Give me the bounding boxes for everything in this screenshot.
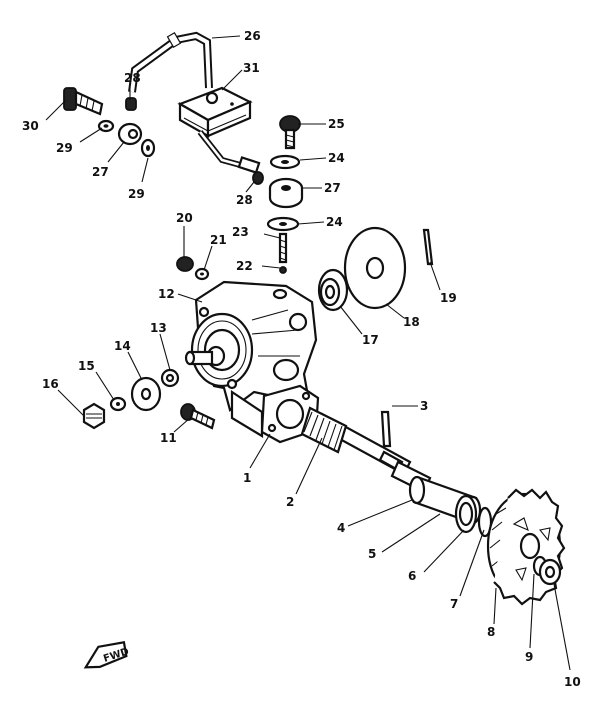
callout-25: 25 bbox=[328, 117, 345, 131]
callout-28a: 28 bbox=[124, 71, 141, 85]
bearing-17 bbox=[317, 268, 349, 312]
right-mount-group bbox=[252, 115, 304, 274]
callout-1: 1 bbox=[243, 471, 251, 485]
left-side-parts bbox=[82, 368, 216, 430]
callout-20: 20 bbox=[176, 211, 193, 225]
dowel-pin bbox=[380, 410, 392, 448]
leader-lines bbox=[45, 35, 571, 671]
callout-18: 18 bbox=[403, 315, 420, 329]
callout-27b: 27 bbox=[324, 181, 341, 195]
bolt-20-group bbox=[176, 256, 210, 281]
direction-marker: FWD bbox=[83, 641, 130, 669]
callout-26: 26 bbox=[244, 29, 261, 43]
callout-4: 4 bbox=[337, 521, 345, 535]
callout-21: 21 bbox=[210, 233, 227, 247]
breather-pipe bbox=[197, 130, 261, 174]
callout-labels: 1 2 3 4 5 6 7 8 9 10 11 12 13 14 15 16 1… bbox=[22, 29, 581, 689]
callout-28b: 28 bbox=[236, 193, 253, 207]
callout-16: 16 bbox=[42, 377, 59, 391]
breather-hose bbox=[128, 31, 213, 93]
callout-31: 31 bbox=[243, 61, 260, 75]
callout-13: 13 bbox=[150, 321, 167, 335]
callout-19: 19 bbox=[440, 291, 457, 305]
callout-14: 14 bbox=[114, 339, 131, 353]
gear-nut bbox=[532, 555, 562, 586]
callout-29a: 29 bbox=[56, 141, 73, 155]
callout-27a: 27 bbox=[92, 165, 109, 179]
callout-3: 3 bbox=[420, 399, 428, 413]
disk-pin bbox=[422, 228, 434, 266]
callout-5: 5 bbox=[368, 547, 376, 561]
pump-shaft bbox=[300, 406, 432, 494]
callout-12: 12 bbox=[158, 287, 175, 301]
thrust-disk bbox=[343, 226, 407, 310]
callout-7: 7 bbox=[450, 597, 458, 611]
forward-arrow-icon bbox=[83, 641, 128, 669]
oil-pump-body bbox=[184, 280, 318, 438]
callout-11: 11 bbox=[160, 431, 177, 445]
callout-24b: 24 bbox=[326, 215, 343, 229]
callout-9: 9 bbox=[525, 650, 533, 664]
callout-23: 23 bbox=[232, 225, 249, 239]
callout-2: 2 bbox=[286, 495, 294, 509]
breather-cover bbox=[177, 86, 253, 138]
callout-6: 6 bbox=[408, 569, 416, 583]
callout-30: 30 bbox=[22, 119, 39, 133]
callout-15: 15 bbox=[78, 359, 95, 373]
callout-24a: 24 bbox=[328, 151, 345, 165]
shaft-collar bbox=[408, 475, 493, 538]
driven-gear bbox=[486, 488, 566, 606]
callout-22: 22 bbox=[236, 259, 253, 273]
left-mount-group bbox=[63, 87, 156, 158]
callout-10: 10 bbox=[564, 675, 581, 689]
callout-29b: 29 bbox=[128, 187, 145, 201]
callout-17: 17 bbox=[362, 333, 379, 347]
callout-8: 8 bbox=[487, 625, 495, 639]
